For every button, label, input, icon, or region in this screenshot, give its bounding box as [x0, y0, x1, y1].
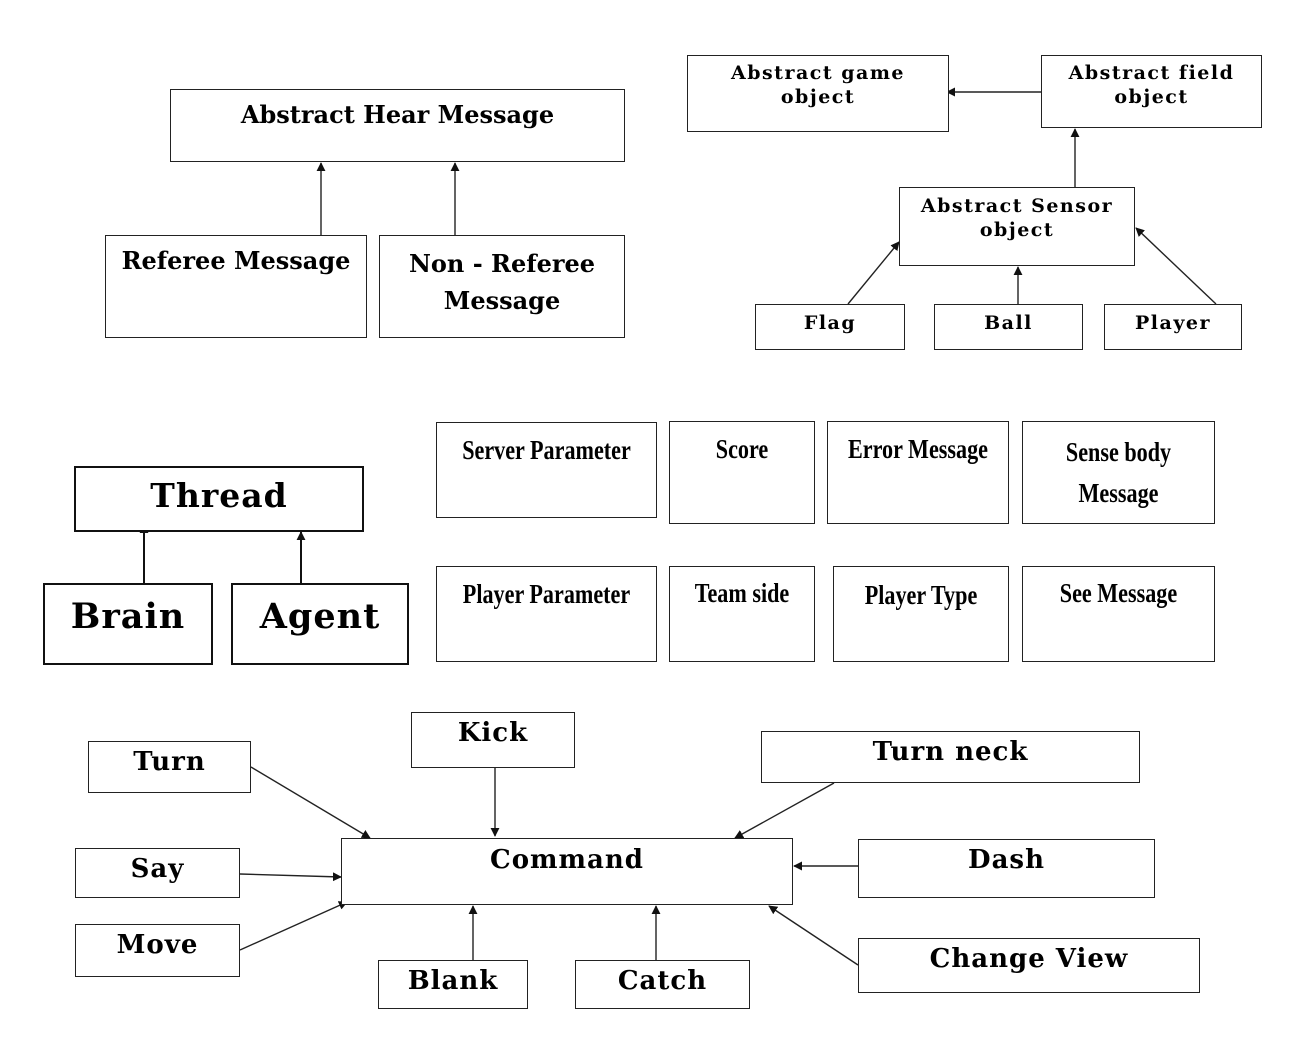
non-referee-message-label: Non - Referee Message — [408, 249, 596, 316]
change-view-label: Change View — [929, 944, 1129, 974]
thread-box: Thread — [74, 466, 364, 532]
blank-box: Blank — [378, 960, 528, 1009]
thread-label: Thread — [150, 476, 288, 515]
turn-label: Turn — [133, 747, 206, 777]
abstract-field-object-label: Abstract field object — [1068, 62, 1235, 109]
flag-label: Flag — [803, 312, 857, 334]
referee-message-box: Referee Message — [105, 235, 367, 338]
say-box: Say — [75, 848, 240, 898]
arrow-move-to-command — [239, 901, 348, 951]
ball-box: Ball — [934, 304, 1083, 350]
change-view-box: Change View — [858, 938, 1200, 993]
abstract-sensor-object-box: Abstract Sensor object — [899, 187, 1135, 266]
abstract-hear-message-box: Abstract Hear Message — [170, 89, 625, 162]
brain-label: Brain — [70, 596, 186, 637]
player-parameter-label: Player Parameter — [462, 579, 631, 609]
move-label: Move — [116, 930, 199, 960]
sense-body-message-label: Sense body Message — [1065, 437, 1172, 508]
turn-box: Turn — [88, 741, 251, 793]
player-parameter-box: Player Parameter — [436, 566, 657, 662]
player-box: Player — [1104, 304, 1242, 350]
abstract-hear-message-label: Abstract Hear Message — [240, 100, 555, 129]
catch-box: Catch — [575, 960, 750, 1009]
dash-box: Dash — [858, 839, 1155, 898]
turn-neck-label: Turn neck — [872, 737, 1029, 767]
kick-box: Kick — [411, 712, 575, 768]
error-message-label: Error Message — [848, 434, 988, 464]
say-label: Say — [130, 854, 185, 884]
brain-box: Brain — [43, 583, 213, 665]
abstract-game-object-label: Abstract game object — [730, 62, 906, 109]
team-side-box: Team side — [669, 566, 815, 662]
abstract-field-object-box: Abstract field object — [1041, 55, 1262, 128]
server-parameter-label: Server Parameter — [462, 435, 631, 465]
sense-body-message-box: Sense body Message — [1022, 421, 1215, 524]
kick-label: Kick — [457, 718, 529, 748]
command-label: Command — [490, 845, 644, 875]
ball-label: Ball — [984, 312, 1033, 334]
score-label: Score — [715, 434, 769, 464]
arrow-changeview-to-command — [768, 905, 859, 966]
score-box: Score — [669, 421, 815, 524]
turn-neck-box: Turn neck — [761, 731, 1140, 783]
command-box: Command — [341, 838, 793, 905]
arrow-turn-to-command — [250, 766, 371, 839]
flag-box: Flag — [755, 304, 905, 350]
arrow-flag-to-sensor — [847, 241, 900, 305]
agent-box: Agent — [231, 583, 409, 665]
player-label: Player — [1135, 312, 1211, 334]
move-box: Move — [75, 924, 240, 977]
catch-label: Catch — [617, 966, 708, 996]
see-message-label: See Message — [1059, 578, 1178, 608]
team-side-label: Team side — [694, 578, 790, 608]
see-message-box: See Message — [1022, 566, 1215, 662]
arrow-turnneck-to-command — [734, 782, 835, 839]
blank-label: Blank — [407, 966, 499, 996]
arrow-player-to-sensor — [1135, 227, 1217, 305]
agent-label: Agent — [259, 596, 381, 637]
arrow-say-to-command — [239, 872, 342, 882]
player-type-label: Player Type — [864, 580, 978, 610]
referee-message-label: Referee Message — [121, 246, 351, 275]
non-referee-message-box: Non - Referee Message — [379, 235, 625, 338]
player-type-box: Player Type — [833, 566, 1009, 662]
server-parameter-box: Server Parameter — [436, 422, 657, 518]
abstract-game-object-box: Abstract game object — [687, 55, 949, 132]
abstract-sensor-object-label: Abstract Sensor object — [920, 195, 1114, 242]
error-message-box: Error Message — [827, 421, 1009, 524]
dash-label: Dash — [968, 845, 1045, 875]
